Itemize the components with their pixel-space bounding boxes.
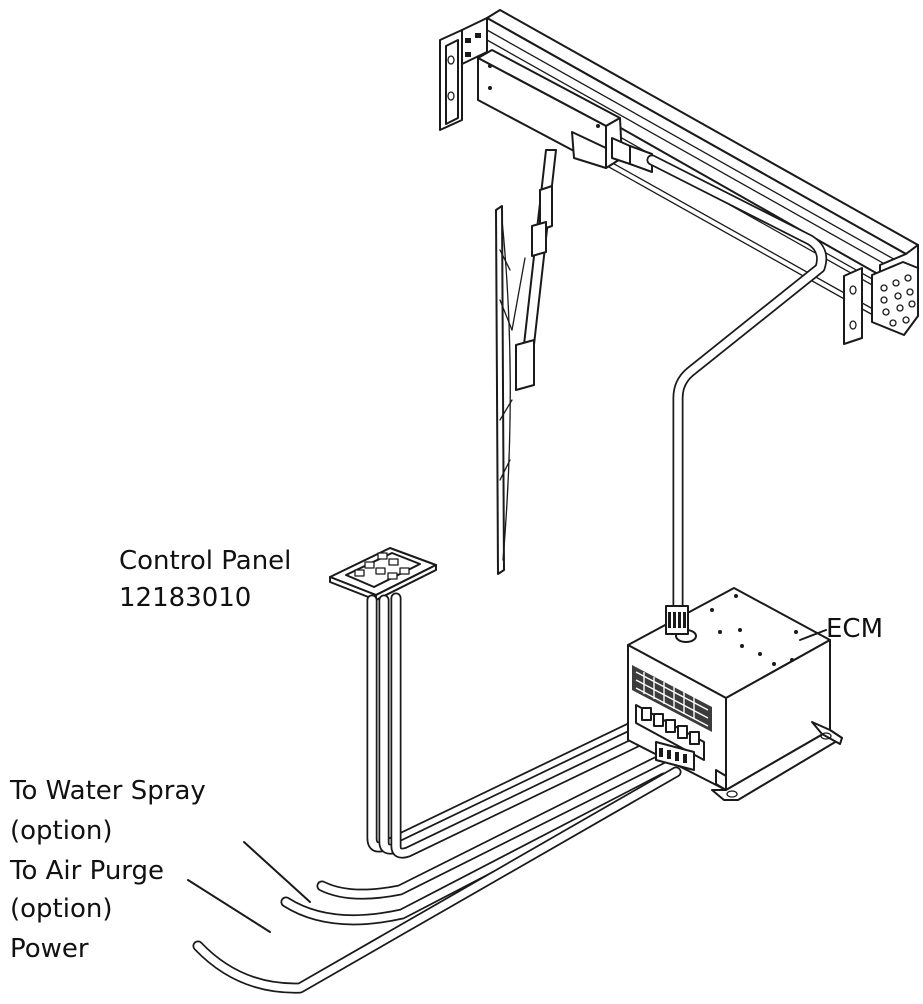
leader-lines [187,629,827,933]
water-spray-label: To Water Spray [10,776,206,806]
water-spray-leader [243,841,311,903]
wiper-motor-housing [477,49,653,173]
wiper-arm [511,149,557,391]
main-cable [646,154,828,616]
rail-end-cap [871,244,919,336]
ecm-top-connector [665,605,689,635]
mounting-rail [486,9,919,320]
air-purge-label: To Air Purge [10,856,165,886]
ecm-box [627,587,843,801]
ecm-label: ECM [826,614,884,644]
left-mounting-bracket [439,17,488,131]
ecm-leader [799,629,827,641]
air-purge-cable [280,772,670,926]
control-panel-part-number: 12183010 [119,583,252,613]
power-cable [192,766,682,994]
control-panel-drawing [329,547,437,601]
air-purge-option-label: (option) [10,894,113,924]
water-spray-option-label: (option) [10,816,113,846]
water-spray-cable [316,744,686,900]
air-purge-leader [187,879,271,933]
right-mounting-bracket [843,267,863,345]
control-panel-label: Control Panel [119,546,292,576]
wiper-blade [495,205,513,575]
control-panel-cable [366,592,672,859]
power-label: Power [10,934,89,964]
